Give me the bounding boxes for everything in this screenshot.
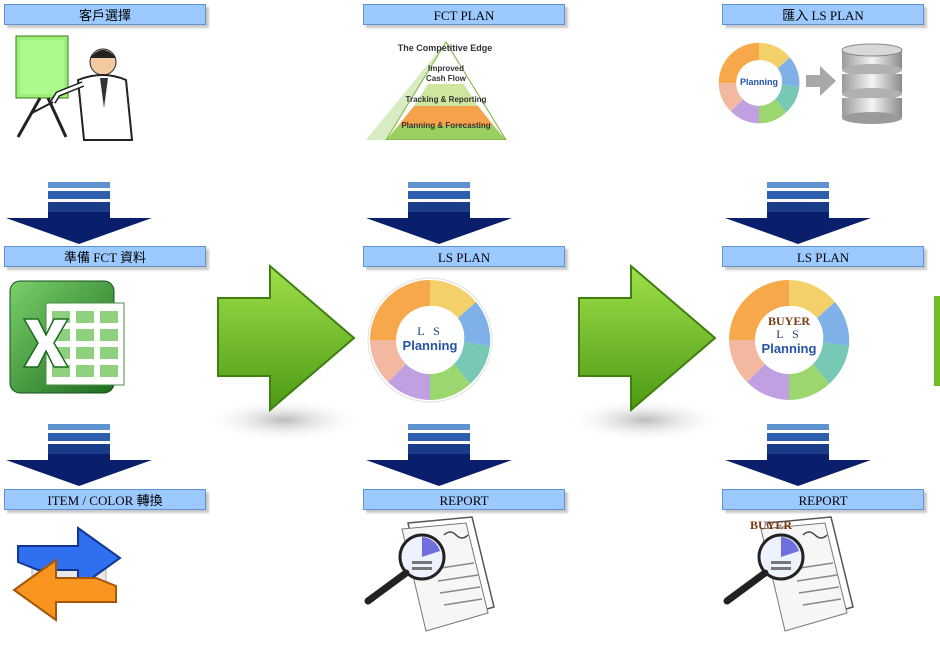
down-arrow-icon (725, 182, 871, 244)
planning-wheel-small-icon (718, 42, 800, 124)
wheel-center-top: L S (417, 324, 443, 338)
step-fct-plan-label: FCT PLAN (363, 4, 565, 25)
buyer-label-report: BUYER (750, 518, 793, 532)
down-arrow-icon (6, 424, 152, 486)
swap-arrows-icon (12, 526, 122, 622)
wheel-center-top: L S (776, 327, 802, 341)
wheel-center-label: Planning (402, 338, 458, 353)
flow-right-arrow-icon (934, 296, 940, 386)
step-prepare-fct-label: 準備 FCT 資料 (4, 246, 206, 267)
step-report-label: REPORT (363, 489, 565, 510)
import-arrow-icon (806, 66, 836, 96)
step-ls-plan-buyer-label: LS PLAN (722, 246, 924, 267)
pyramid-tier-3: Tracking & Reporting (405, 95, 487, 104)
wheel-center-label: Planning (761, 341, 817, 356)
step-ls-plan-label: LS PLAN (363, 246, 565, 267)
step-report-buyer-label: REPORT (722, 489, 924, 510)
flow-right-arrow-icon (565, 263, 725, 442)
pyramid-tier-top: The Competitive Edge (397, 43, 493, 53)
down-arrow-icon (725, 424, 871, 486)
buyer-label: BUYER (767, 314, 810, 328)
down-arrow-icon (6, 182, 152, 244)
database-icon (841, 43, 903, 124)
pyramid-tier-2: Improved Cash Flow (425, 64, 466, 83)
pyramid-diagram (366, 41, 507, 140)
step-item-color-convert-label: ITEM / COLOR 轉換 (4, 489, 206, 510)
step-import-ls-plan-label: 匯入 LS PLAN (722, 4, 924, 25)
report-magnifier-icon (723, 516, 854, 632)
pyramid-tier-4: Planning & Forecasting (401, 121, 491, 130)
step-customer-select-label: 客戶選擇 (4, 4, 206, 25)
presenter-icon (15, 35, 134, 141)
wheel-center-label-small: Planning (740, 77, 778, 87)
down-arrow-icon (366, 182, 512, 244)
planning-wheel-diagram (729, 280, 850, 400)
excel-icon (9, 280, 125, 394)
down-arrow-icon (366, 424, 512, 486)
flow-right-arrow-icon (204, 263, 364, 442)
report-magnifier-icon (364, 516, 495, 632)
planning-wheel-diagram (367, 277, 493, 403)
